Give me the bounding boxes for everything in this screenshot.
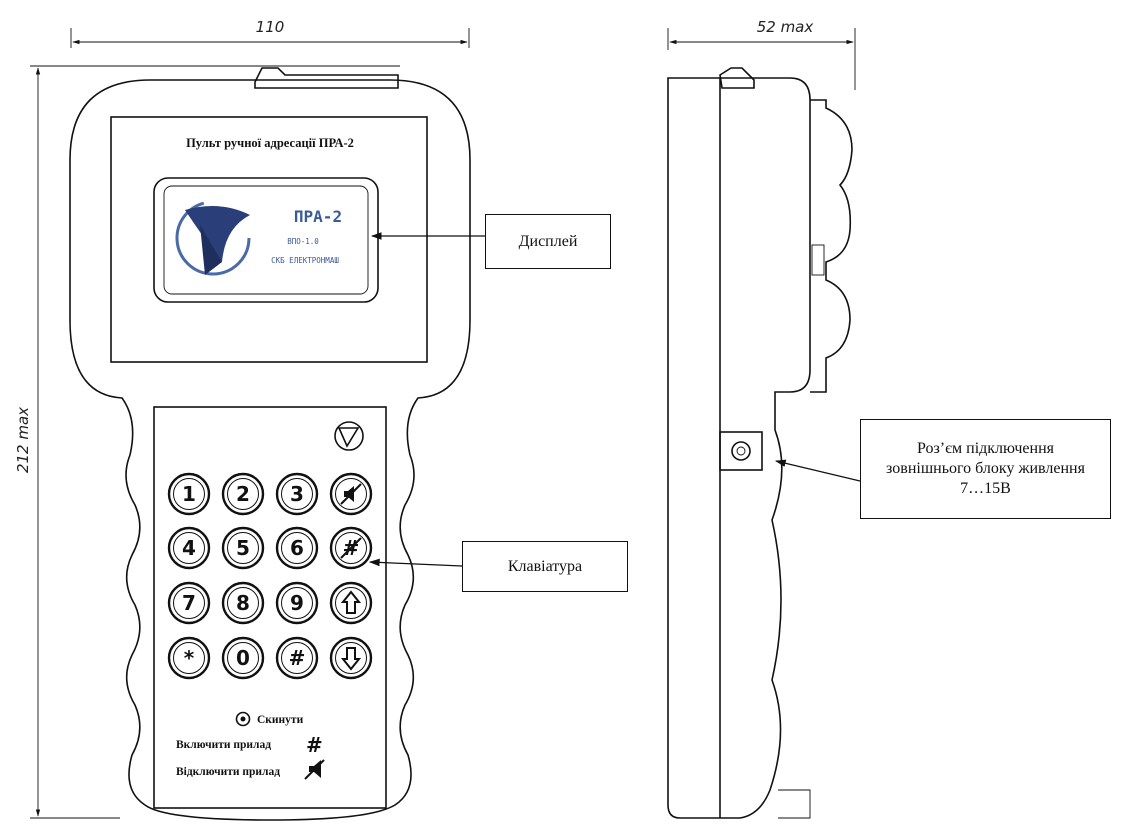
hash-crossed-icon: # — [340, 536, 362, 560]
side-profile — [810, 99, 853, 393]
keyboard-leader — [368, 558, 463, 567]
brand-mark-icon — [334, 421, 364, 451]
screen-model: ПРА-2 — [294, 207, 342, 226]
key-label: 2 — [236, 482, 250, 506]
key-label: 5 — [236, 536, 250, 560]
key-7[interactable]: 7 — [167, 581, 211, 625]
side-clip — [719, 67, 755, 89]
key-label: 3 — [290, 482, 304, 506]
key-3[interactable]: 3 — [275, 472, 319, 516]
keyboard-callout: Клавіатура — [462, 541, 628, 592]
top-clip — [254, 67, 399, 89]
key-label: 9 — [290, 591, 304, 615]
reset-label: Скинути — [257, 714, 304, 726]
power-on-label: Включити прилад — [176, 739, 271, 751]
height-dimension-label: 212 max — [14, 407, 32, 473]
key-label: # — [289, 646, 306, 670]
arrow-down-icon — [340, 647, 362, 671]
hash-icon: # — [306, 733, 323, 757]
device-title: Пульт ручної адресації ПРА-2 — [186, 136, 354, 150]
key-arrow-down[interactable] — [329, 636, 373, 680]
mute-icon — [340, 483, 362, 505]
display-callout: Дисплей — [485, 214, 611, 269]
side-view — [667, 67, 853, 819]
key-label: 0 — [236, 646, 250, 670]
key-label: 8 — [236, 591, 250, 615]
display-panel — [110, 116, 428, 363]
key-mute[interactable] — [329, 472, 373, 516]
reset-legend: Скинути — [235, 711, 304, 727]
key-4[interactable]: 4 — [167, 526, 211, 570]
key-arrow-up[interactable] — [329, 581, 373, 625]
keypad: 1 2 3 4 5 6 #7 8 9 * 0 # — [167, 472, 373, 680]
key-label: 4 — [182, 536, 196, 560]
width-dimension-label: 110 — [256, 18, 285, 36]
key-1[interactable]: 1 — [167, 472, 211, 516]
depth-dimension: 52 max — [667, 18, 856, 90]
device-body — [69, 79, 471, 821]
screen-version: ВПО-1.0 — [287, 237, 319, 246]
key-8[interactable]: 8 — [221, 581, 265, 625]
key-label: * — [184, 646, 195, 670]
key-label: 7 — [182, 591, 196, 615]
keypad-panel — [153, 406, 387, 809]
connector-leader — [774, 459, 861, 482]
power-on-legend: Включити прилад # — [176, 733, 323, 757]
key-hash-crossed[interactable]: # — [329, 526, 373, 570]
logo-icon — [175, 200, 251, 276]
depth-dimension-label: 52 max — [757, 18, 814, 36]
power-connector-callout: Роз’єм підключення зовнішнього блоку жив… — [860, 419, 1111, 519]
key-hash[interactable]: # — [275, 636, 319, 680]
power-jack — [719, 431, 763, 471]
mute-icon — [304, 759, 325, 780]
key-0[interactable]: 0 — [221, 636, 265, 680]
power-off-legend: Відключити прилад — [176, 759, 325, 780]
key-label: 6 — [290, 536, 304, 560]
arrow-up-icon — [340, 590, 362, 614]
width-dimension: 110 — [70, 18, 470, 48]
key-9[interactable]: 9 — [275, 581, 319, 625]
key-6[interactable]: 6 — [275, 526, 319, 570]
screen-maker: СКБ ЕЛЕКТРОНМАШ — [271, 256, 339, 265]
key-5[interactable]: 5 — [221, 526, 265, 570]
height-dimension: 212 max — [14, 65, 400, 819]
key-label: 1 — [182, 482, 196, 506]
key-2[interactable]: 2 — [221, 472, 265, 516]
side-body — [667, 77, 811, 819]
key-star[interactable]: * — [167, 636, 211, 680]
front-view: Пульт ручної адресації ПРА-2 ПРА-2 ВПО-1… — [69, 67, 471, 821]
power-off-label: Відключити прилад — [176, 766, 280, 778]
screen-bezel — [153, 177, 379, 303]
screen — [163, 185, 369, 295]
